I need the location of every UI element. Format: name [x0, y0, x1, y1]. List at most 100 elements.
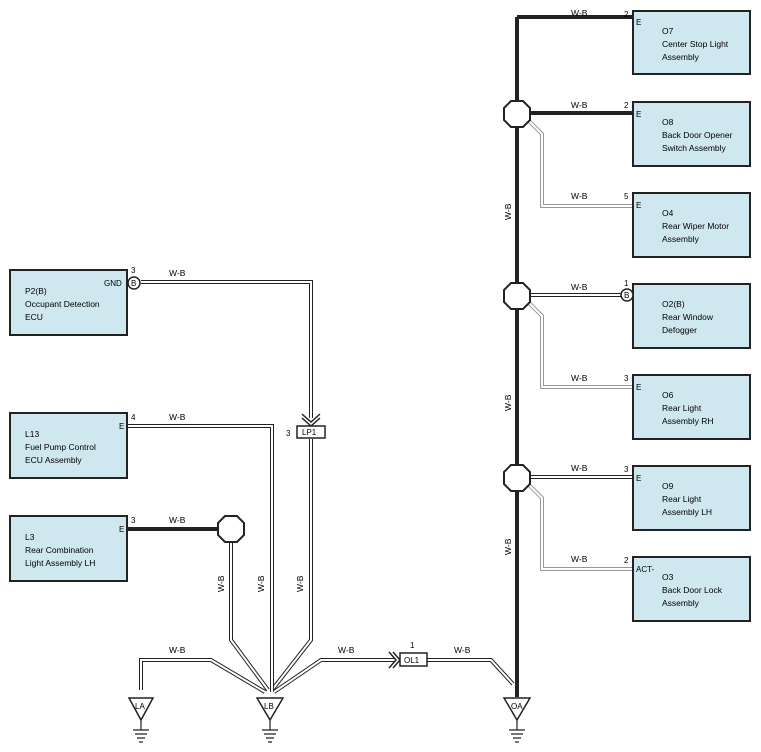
- component-o2b[interactable]: 1 B O2(B) Rear Window Defogger: [620, 279, 751, 349]
- component-name-line1: Rear Window: [662, 312, 714, 322]
- component-box: [632, 556, 751, 622]
- ground-triangle-icon: [127, 697, 155, 722]
- ground-icon: [262, 720, 278, 743]
- bus-label-3: W-B: [503, 538, 513, 555]
- component-code: L13: [25, 429, 39, 439]
- bus-label-l3: W-B: [216, 575, 226, 592]
- wire-color-o4: W-B: [571, 191, 588, 201]
- wire-color-p2b: W-B: [169, 268, 186, 278]
- wire-lp1-lb: [270, 439, 313, 692]
- wire-l13: [127, 424, 274, 692]
- component-l3[interactable]: 3 E L3 Rear Combination Light Assembly L…: [9, 515, 136, 582]
- component-o4[interactable]: 5 E O4 Rear Wiper Motor Assembly: [624, 192, 751, 258]
- component-box: [9, 412, 128, 479]
- component-code: O8: [662, 117, 674, 127]
- pin-number: 2: [624, 556, 629, 565]
- pin-name: E: [636, 201, 641, 210]
- connector-pin: 3: [286, 429, 291, 438]
- component-name-line1: Back Door Lock: [662, 585, 723, 595]
- component-box: [632, 374, 751, 440]
- component-o6[interactable]: 3 E O6 Rear Light Assembly RH: [624, 374, 751, 440]
- wire-color-labels: W-B W-B W-B W-B W-B W-B W-B W-B W-B W-B …: [169, 8, 588, 655]
- connector-lp1[interactable]: LP1 3: [286, 413, 326, 439]
- wire-color-l13: W-B: [169, 412, 186, 422]
- component-name-line2: Assembly LH: [662, 507, 712, 517]
- splice-top: [503, 100, 531, 128]
- component-name-line2: Defogger: [662, 325, 697, 335]
- connector-ol1[interactable]: OL1 1: [388, 641, 428, 669]
- component-name-line2: ECU Assembly: [25, 455, 82, 465]
- component-name-line1: Rear Combination: [25, 545, 94, 555]
- wires: [127, 15, 633, 697]
- pin-name: ACT-: [636, 565, 655, 574]
- connector-box: [296, 425, 326, 439]
- pin-name: E: [636, 383, 641, 392]
- component-name-line1: Rear Wiper Motor: [662, 221, 729, 231]
- component-o7[interactable]: 2 E O7 Center Stop Light Assembly: [624, 10, 751, 75]
- ground-label: LA: [135, 702, 145, 711]
- pin-name: B: [624, 291, 629, 300]
- component-name-line2: Assembly RH: [662, 416, 713, 426]
- component-box: [632, 101, 751, 167]
- component-p2b[interactable]: 3 GND B P2(B) Occupant Detection ECU: [9, 266, 141, 336]
- component-o8[interactable]: 2 E O8 Back Door Opener Switch Assembly: [624, 101, 751, 167]
- pin-name: E: [636, 110, 641, 119]
- bus-labels: W-B W-B W-B W-B W-B W-B: [216, 203, 513, 592]
- component-name-line2: Assembly: [662, 598, 700, 608]
- component-code: P2(B): [25, 286, 47, 296]
- ground-triangle-icon: [502, 697, 532, 722]
- component-code: L3: [25, 532, 35, 542]
- component-name-line1: Fuel Pump Control: [25, 442, 96, 452]
- wire-color-l3: W-B: [169, 515, 186, 525]
- bus-label-lp1: W-B: [295, 575, 305, 592]
- component-box: [632, 192, 751, 258]
- ground-triangle-icon: [255, 697, 285, 722]
- component-name-line2: Switch Assembly: [662, 143, 727, 153]
- component-name-line2: Assembly: [662, 52, 700, 62]
- component-o3[interactable]: 2 ACT- O3 Back Door Lock Assembly: [624, 556, 751, 622]
- ground-label: OA: [511, 702, 523, 711]
- bus-label-1: W-B: [503, 203, 513, 220]
- pin-number: 3: [624, 465, 629, 474]
- pin-number: 5: [624, 192, 629, 201]
- component-box: [632, 10, 751, 75]
- component-code: O3: [662, 572, 674, 582]
- splice-l3: [217, 515, 245, 543]
- pin-number: 2: [624, 101, 629, 110]
- bus-label-l13: W-B: [256, 575, 266, 592]
- wire-color-o6: W-B: [571, 373, 588, 383]
- pin-number: 4: [131, 413, 136, 422]
- wire-ol1-oa: [424, 658, 515, 686]
- pin-number: 1: [624, 279, 629, 288]
- component-box: [632, 465, 751, 531]
- connector-pin: 1: [410, 641, 415, 650]
- ground-oa[interactable]: OA: [502, 697, 532, 743]
- splice-lower: [503, 464, 531, 492]
- component-name-line2: ECU: [25, 312, 43, 322]
- component-o9[interactable]: 3 E O9 Rear Light Assembly LH: [624, 465, 751, 531]
- pin-name: E: [636, 474, 641, 483]
- pin-name: E: [119, 525, 124, 534]
- wire-p2b: [141, 280, 313, 418]
- component-name-line2: Light Assembly LH: [25, 558, 95, 568]
- component-l13[interactable]: 4 E L13 Fuel Pump Control ECU Assembly: [9, 412, 136, 479]
- splices: [217, 100, 531, 543]
- component-code: O9: [662, 481, 674, 491]
- connector-letter: B: [131, 279, 136, 288]
- component-name-line2: Assembly: [662, 234, 700, 244]
- connector-code: OL1: [404, 656, 420, 665]
- ground-lb[interactable]: LB: [255, 697, 285, 743]
- wire-color-o8: W-B: [571, 100, 588, 110]
- ground-la[interactable]: LA: [127, 697, 155, 743]
- wire-color-o7: W-B: [571, 8, 588, 18]
- connector-b-icon: [620, 288, 634, 302]
- component-name-line1: Center Stop Light: [662, 39, 729, 49]
- component-box: [9, 269, 128, 336]
- pin-name: E: [636, 18, 641, 27]
- component-box: [632, 283, 751, 349]
- wire-la-lb: [139, 658, 267, 694]
- component-box: [9, 515, 128, 582]
- component-name-line1: Back Door Opener: [662, 130, 733, 140]
